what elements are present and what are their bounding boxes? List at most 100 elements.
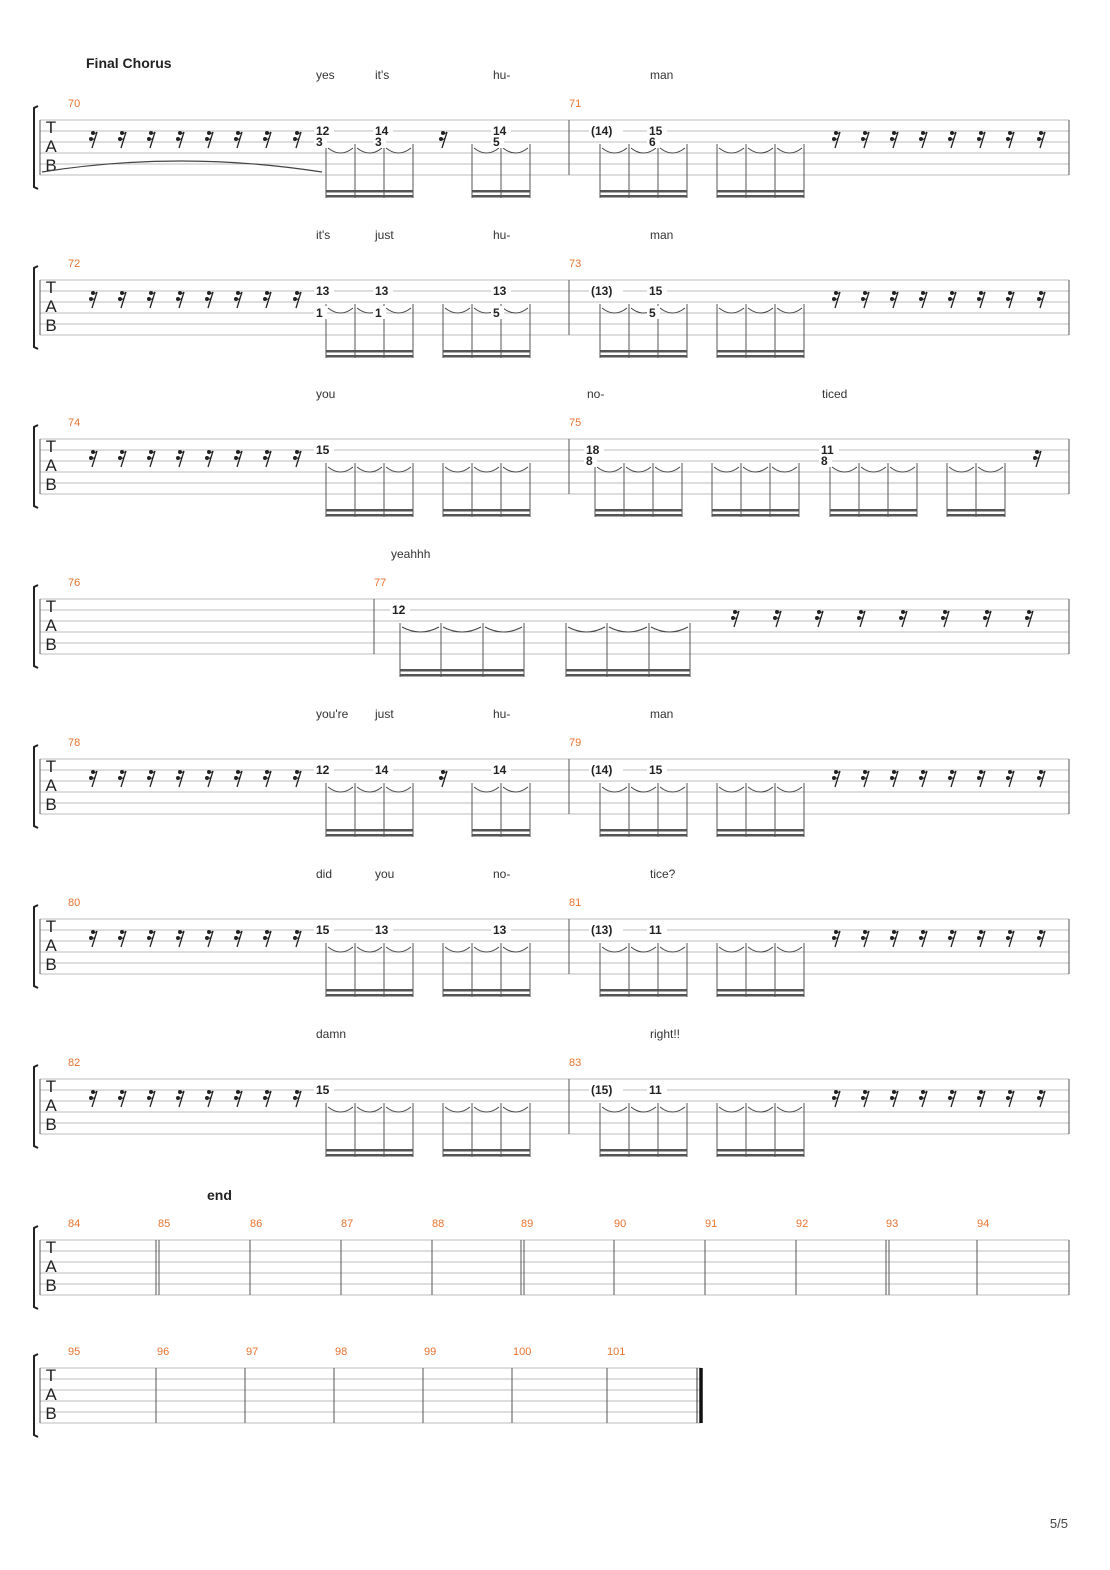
beam-group (594, 463, 683, 517)
sixteenth-rest (919, 131, 928, 149)
measure-number: 97 (246, 1346, 258, 1358)
sixteenth-rest (293, 930, 302, 948)
beam-group (442, 943, 531, 997)
measure-number: 95 (68, 1346, 80, 1358)
tab-clef-letter: T (46, 278, 56, 297)
slur (41, 160, 323, 173)
sixteenth-rest (948, 291, 957, 309)
tab-clef-letter: T (46, 1077, 56, 1096)
sixteenth-rest (293, 291, 302, 309)
sixteenth-rest (861, 1090, 870, 1108)
system-bracket (33, 265, 39, 350)
beam-group (325, 1103, 414, 1157)
sixteenth-rest (861, 131, 870, 149)
sixteenth-rest (205, 291, 214, 309)
sixteenth-rest (147, 930, 156, 948)
sixteenth-rest (1037, 291, 1046, 309)
lyric-syllable: just (374, 707, 394, 721)
measure-number: 100 (513, 1346, 531, 1358)
measure-number: 85 (158, 1218, 170, 1230)
measure-number: 83 (569, 1057, 581, 1069)
sixteenth-rest (118, 450, 127, 468)
fret-number: 14 (493, 124, 507, 138)
sixteenth-rest (948, 131, 957, 149)
sixteenth-rest (118, 1090, 127, 1108)
measure-number: 74 (68, 417, 80, 429)
fret-number: 13 (493, 284, 507, 298)
lyric-syllable: man (650, 228, 673, 242)
lyric-syllable: hu- (493, 228, 510, 242)
measure-number: 76 (68, 577, 80, 589)
sixteenth-rest (118, 770, 127, 788)
sixteenth-rest (948, 1090, 957, 1108)
fret-number: 6 (649, 135, 656, 149)
section-label-final-chorus: Final Chorus (86, 55, 172, 71)
measure-number: 90 (614, 1218, 626, 1230)
fret-number: 1 (375, 306, 382, 320)
measure-number: 99 (424, 1346, 436, 1358)
fret-number: 12 (316, 763, 330, 777)
system-bracket (33, 904, 39, 989)
sixteenth-rest (263, 131, 272, 149)
fret-number: 15 (649, 284, 663, 298)
tab-clef-letter: B (45, 156, 56, 175)
sixteenth-rest (205, 770, 214, 788)
measure-number: 88 (432, 1218, 444, 1230)
sixteenth-rest (205, 450, 214, 468)
fret-number: 13 (375, 284, 389, 298)
fret-number: 11 (649, 1083, 662, 1097)
fret-number: 3 (375, 135, 382, 149)
sixteenth-rest (234, 131, 243, 149)
beam-group (471, 144, 531, 198)
sixteenth-rest (1033, 450, 1042, 468)
lyric-syllable: hu- (493, 707, 510, 721)
sixteenth-rest (118, 930, 127, 948)
sixteenth-rest (263, 930, 272, 948)
beam-group (716, 783, 805, 837)
lyric-syllable: no- (587, 387, 604, 401)
sixteenth-rest (1025, 610, 1034, 628)
tab-clef-letter: T (46, 597, 56, 616)
sixteenth-rest (919, 291, 928, 309)
sixteenth-rest (857, 610, 866, 628)
measure-number: 75 (569, 417, 581, 429)
tab-clef-letter: A (45, 297, 57, 316)
fret-number: 15 (316, 443, 330, 457)
fret-number: 15 (649, 763, 663, 777)
sixteenth-rest (205, 1090, 214, 1108)
sixteenth-rest (176, 1090, 185, 1108)
sixteenth-rest (948, 930, 957, 948)
measure-number: 89 (521, 1218, 533, 1230)
beam-group (442, 1103, 531, 1157)
tab-clef-letter: B (45, 1404, 56, 1423)
fret-number: 12 (316, 124, 330, 138)
lyric-syllable: just (374, 228, 394, 242)
fret-number: 13 (375, 923, 389, 937)
sixteenth-rest (147, 131, 156, 149)
sixteenth-rest (263, 1090, 272, 1108)
lyric-syllable: damn (316, 1027, 346, 1041)
sixteenth-rest (899, 610, 908, 628)
system-bracket (33, 1064, 39, 1149)
tab-clef-letter: T (46, 118, 56, 137)
sixteenth-rest (147, 770, 156, 788)
sixteenth-rest (205, 131, 214, 149)
beam-group (325, 463, 414, 517)
sixteenth-rest (983, 610, 992, 628)
sixteenth-rest (439, 770, 448, 788)
sixteenth-rest (234, 930, 243, 948)
sixteenth-rest (293, 450, 302, 468)
sixteenth-rest (293, 770, 302, 788)
fret-number: (13) (591, 284, 612, 298)
system-bracket (33, 424, 39, 509)
sixteenth-rest (861, 291, 870, 309)
tab-clef-letter: B (45, 795, 56, 814)
beam-group (325, 783, 414, 837)
sixteenth-rest (941, 610, 950, 628)
tab-clef-letter: A (45, 1257, 57, 1276)
fret-number: (14) (591, 763, 612, 777)
